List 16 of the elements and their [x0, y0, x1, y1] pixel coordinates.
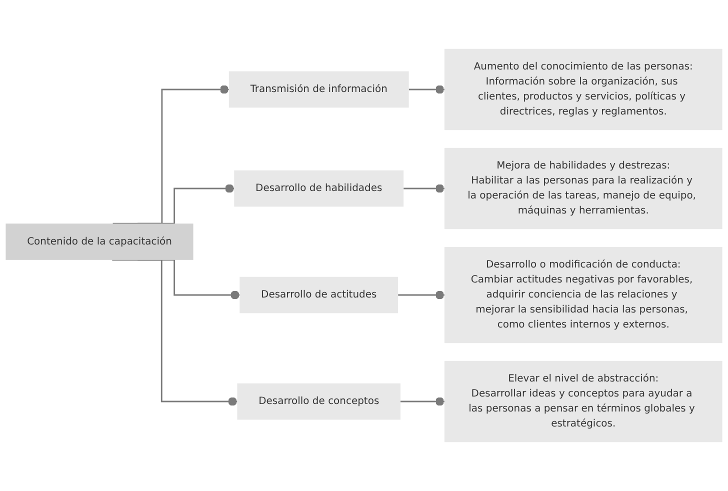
connector: [112, 85, 229, 224]
node-box: Transmisión de información: [228, 71, 409, 108]
node-box: Contenido de la capacitación: [6, 224, 194, 260]
connector: [408, 85, 444, 94]
connector: [404, 184, 444, 193]
connector: [112, 259, 238, 406]
node-box: Aumento del conocimiento de las personas: Información sobre la organización, sus clientes, productos y servicios, políticas y directrices, reglas y reglamentos.: [444, 48, 722, 130]
connector: [400, 397, 444, 406]
connector: [138, 184, 234, 224]
node-box: Desarrollo de habilidades: [234, 170, 404, 207]
node-box: Mejora de habilidades y destrezas: Habilitar a las personas para la realización y la operación de las tareas, manejo de equipo, máquinas y herramientas.: [444, 148, 722, 230]
node-box: Desarrollo de conceptos: [237, 383, 401, 420]
node-box: Elevar el nivel de abstracción: Desarrollar ideas y conceptos para ayudar a las personas a pensar en términos globales y estratégicos.: [444, 360, 722, 442]
node-box: Desarrollo de actitudes: [240, 276, 398, 314]
connector: [398, 290, 444, 300]
node-box: Desarrollo o modificación de conducta: Cambiar actitudes negativas por favorables, adquirir conciencia de las relaciones y mejorar la sensibilidad hacia las personas, como clientes internos y externos.: [444, 246, 722, 344]
